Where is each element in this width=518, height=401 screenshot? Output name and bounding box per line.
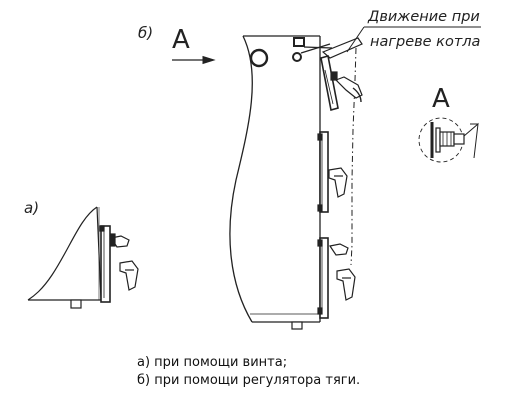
movement-annotation: Движение при нагреве котла [346, 9, 481, 53]
flue-collar [249, 48, 269, 68]
boiler-body [229, 35, 321, 323]
boiler-foot [291, 321, 303, 330]
label-b: б) [138, 24, 153, 42]
variant-a-door [99, 225, 139, 303]
view-a-arrow [172, 55, 216, 65]
regulator-chain [350, 47, 357, 266]
movement-label-line2: нагреве котла [370, 34, 480, 50]
variant-a-foot [70, 299, 82, 309]
caption-screw: а) при помощи винта; [137, 355, 288, 370]
view-a-detail [418, 117, 479, 163]
lower-door [317, 237, 356, 319]
draft-regulator [292, 37, 333, 62]
upper-door-open [320, 37, 363, 112]
movement-label-line1: Движение при [367, 9, 480, 25]
caption-draft-regulator: б) при помощи регулятора тяги. [137, 373, 361, 388]
label-a: а) [24, 199, 39, 217]
view-a-label-top: А [172, 25, 190, 55]
middle-door [317, 131, 348, 213]
variant-a-body [27, 206, 102, 301]
view-a-label-right: А [432, 84, 450, 114]
